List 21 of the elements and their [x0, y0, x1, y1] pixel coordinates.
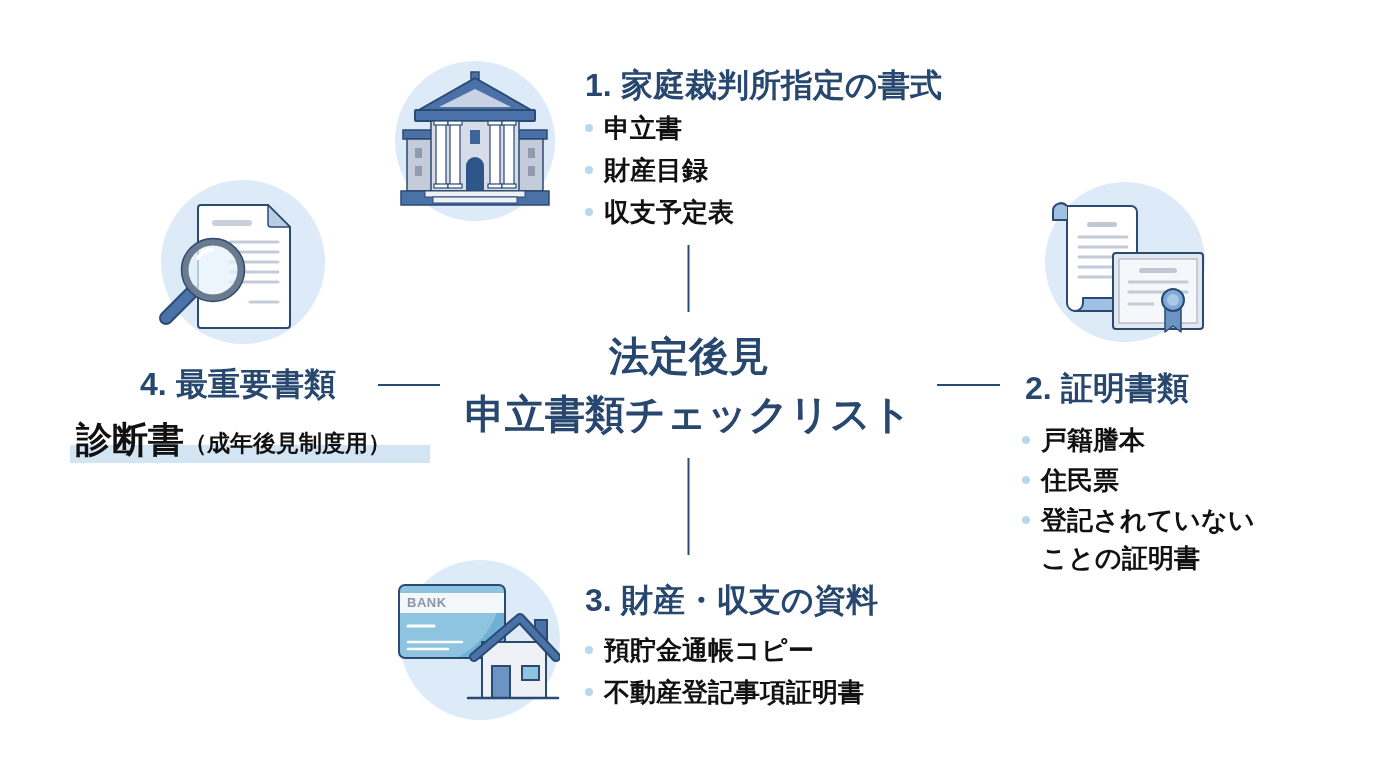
section-heading: 3. 財産・収支の資料 [585, 581, 878, 620]
connector-line [687, 457, 690, 556]
checklist-item: 財産目録 [604, 154, 708, 187]
checklist-item: 預貯金通帳コピー [604, 634, 814, 667]
card-label: BANK [407, 595, 447, 611]
connector-line [687, 244, 690, 313]
section-heading: 4. 最重要書類 [140, 365, 336, 404]
section-heading: 1. 家庭裁判所指定の書式 [585, 66, 942, 105]
checklist-item: 戸籍謄本 [1041, 424, 1145, 457]
checklist-item: 住民票 [1041, 464, 1119, 497]
connector-line [936, 384, 1001, 386]
section-heading: 2. 証明書類 [1025, 369, 1189, 408]
checklist-item: 収支予定表 [604, 196, 734, 229]
checklist-title: 申立書類チェックリスト [465, 391, 912, 438]
connector-line [377, 384, 441, 386]
document-name: 診断書 [76, 418, 184, 462]
checklist-item: 登記されていないことの証明書 [1041, 504, 1256, 575]
document-note: （成年後見制度用） [184, 429, 391, 458]
checklist-item: 申立書 [604, 112, 682, 145]
checklist-title: 法定後見 [608, 333, 769, 380]
checklist-item: 不動産登記事項証明書 [604, 676, 864, 709]
